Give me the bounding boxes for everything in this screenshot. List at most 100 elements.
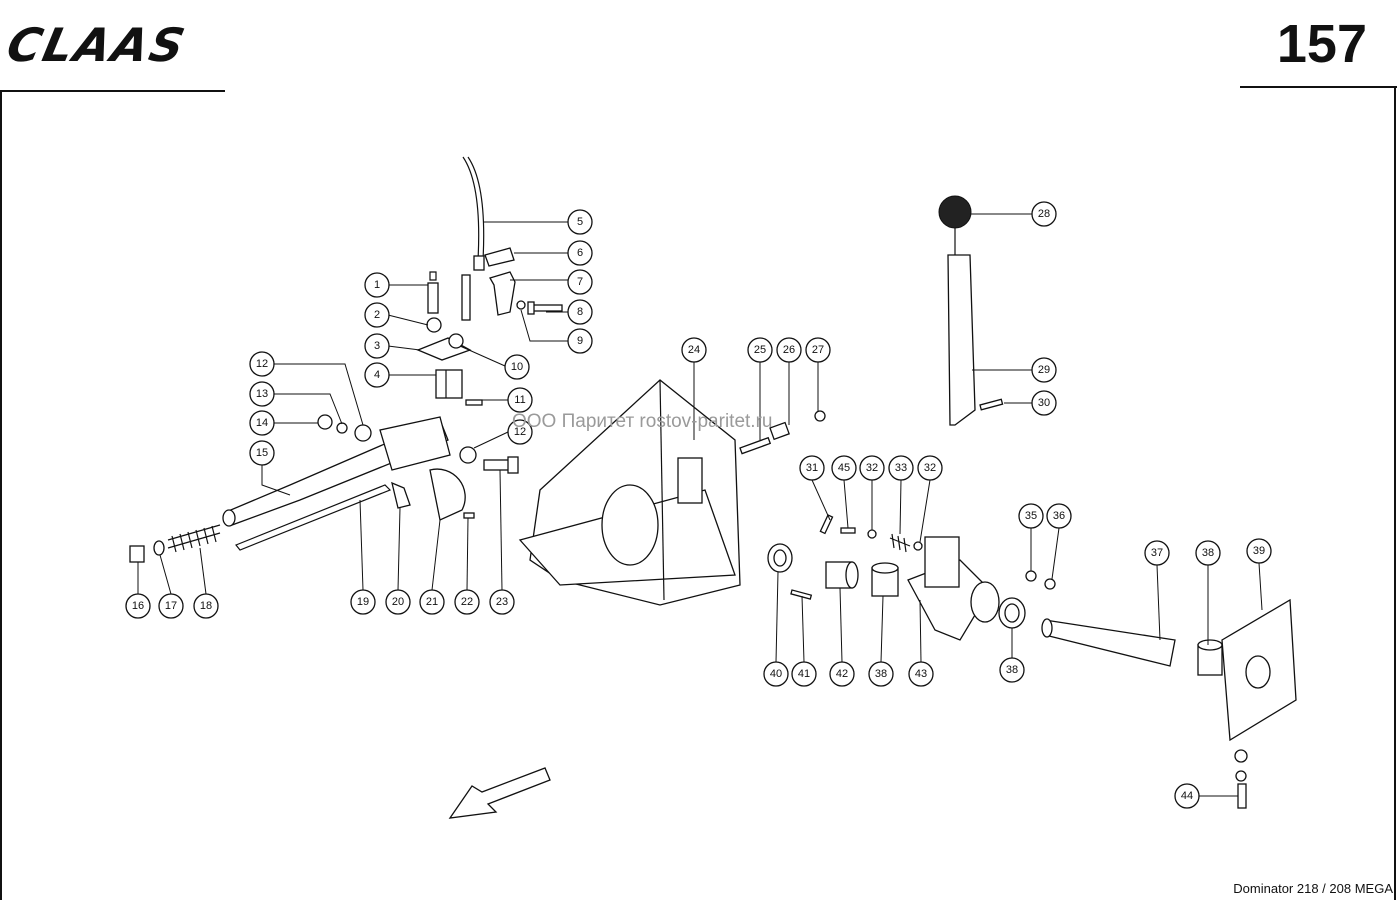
nut-part-6 [484, 247, 515, 267]
pin-part-31 [819, 514, 834, 535]
callout-38c: 38 [999, 657, 1025, 683]
svg-text:2: 2 [374, 309, 380, 321]
callout-45: 45 [831, 455, 857, 481]
svg-text:9: 9 [577, 335, 583, 347]
callout-38b: 38 [868, 661, 894, 687]
svg-text:18: 18 [200, 600, 212, 612]
watermark-text: ООО Паритет rostov-paritet.ru [512, 411, 773, 432]
shaft-part-37 [1041, 618, 1176, 667]
callout-27: 27 [805, 337, 831, 363]
callout-2: 2 [364, 302, 390, 328]
callout-11: 11 [507, 387, 533, 413]
clevis-part-7 [489, 271, 516, 316]
svg-text:32: 32 [924, 462, 936, 474]
block-part-4 [435, 369, 463, 399]
svg-text:14: 14 [256, 417, 268, 429]
callout-4: 4 [364, 362, 390, 388]
svg-text:16: 16 [132, 600, 144, 612]
svg-text:6: 6 [577, 247, 583, 259]
callout-17: 17 [158, 593, 184, 619]
svg-text:13: 13 [256, 388, 268, 400]
screw-part-1 [427, 271, 439, 314]
callout-41: 41 [791, 661, 817, 687]
svg-text:10: 10 [511, 361, 523, 373]
svg-text:36: 36 [1053, 510, 1065, 522]
callout-8: 8 [567, 299, 593, 325]
svg-text:44: 44 [1181, 790, 1193, 802]
shift-fork-part-43 [907, 536, 1000, 641]
svg-text:1: 1 [374, 279, 380, 291]
callout-19: 19 [350, 589, 376, 615]
callout-14: 14 [249, 410, 275, 436]
bushing-part-16 [129, 545, 145, 563]
callout-35: 35 [1018, 503, 1044, 529]
washer-part-12b [459, 446, 477, 464]
callout-31: 31 [799, 455, 825, 481]
bushing-part-26 [769, 421, 790, 441]
callout-21: 21 [419, 589, 445, 615]
callout-5: 5 [567, 209, 593, 235]
bolt-part-44 [1234, 749, 1248, 809]
callout-12b: 12 [507, 419, 533, 445]
ring-part-17 [153, 540, 165, 556]
washer-part-12a [354, 424, 372, 442]
pin-part-30 [979, 398, 1004, 411]
svg-text:12: 12 [514, 426, 526, 438]
svg-text:32: 32 [866, 462, 878, 474]
ball-part-32a [867, 529, 877, 539]
svg-text:41: 41 [798, 668, 810, 680]
bushing-part-38b [871, 562, 899, 597]
leader-lines [137, 213, 1263, 797]
svg-text:35: 35 [1025, 510, 1037, 522]
mounting-bracket-part-24 [518, 379, 741, 606]
svg-text:42: 42 [836, 668, 848, 680]
callout-29: 29 [1031, 357, 1057, 383]
svg-text:8: 8 [577, 306, 583, 318]
callout-24: 24 [681, 337, 707, 363]
svg-text:5: 5 [577, 216, 583, 228]
header-rule-left [0, 90, 225, 92]
svg-text:43: 43 [915, 668, 927, 680]
pin-part-22 [463, 512, 475, 519]
frame-border-right [1394, 86, 1396, 900]
rod-part-19 [235, 484, 392, 551]
svg-text:17: 17 [165, 600, 177, 612]
bushing-part-38a [1197, 639, 1223, 676]
cable-part-5 [461, 156, 485, 321]
svg-text:21: 21 [426, 596, 438, 608]
bearing-part-38c [998, 597, 1026, 629]
svg-text:27: 27 [812, 344, 824, 356]
page-number: 157 [1276, 14, 1367, 74]
callout-32a: 32 [859, 455, 885, 481]
nut-part-10 [448, 333, 464, 349]
callout-30: 30 [1031, 390, 1057, 416]
callout-36: 36 [1046, 503, 1072, 529]
callout-33: 33 [888, 455, 914, 481]
callout-10: 10 [504, 354, 530, 380]
callout-18: 18 [193, 593, 219, 619]
knob-part-28 [938, 195, 972, 229]
callout-44: 44 [1174, 783, 1200, 809]
svg-text:33: 33 [895, 462, 907, 474]
callout-9: 9 [567, 328, 593, 354]
callout-15: 15 [249, 440, 275, 466]
svg-text:31: 31 [806, 462, 818, 474]
callout-32b: 32 [917, 455, 943, 481]
ring-part-36 [1044, 578, 1056, 590]
svg-text:38: 38 [1006, 664, 1018, 676]
callout-39: 39 [1246, 538, 1272, 564]
svg-text:25: 25 [754, 344, 766, 356]
callout-23: 23 [489, 589, 515, 615]
svg-text:38: 38 [875, 668, 887, 680]
callout-26: 26 [776, 337, 802, 363]
svg-text:45: 45 [838, 462, 850, 474]
callout-16: 16 [125, 593, 151, 619]
bolt-part-25 [739, 436, 772, 455]
callout-13: 13 [249, 381, 275, 407]
callout-12a: 12 [249, 351, 275, 377]
header-rule-right [1240, 86, 1397, 88]
callout-3: 3 [364, 333, 390, 359]
svg-text:37: 37 [1151, 547, 1163, 559]
svg-text:38: 38 [1202, 547, 1214, 559]
svg-text:3: 3 [374, 340, 380, 352]
